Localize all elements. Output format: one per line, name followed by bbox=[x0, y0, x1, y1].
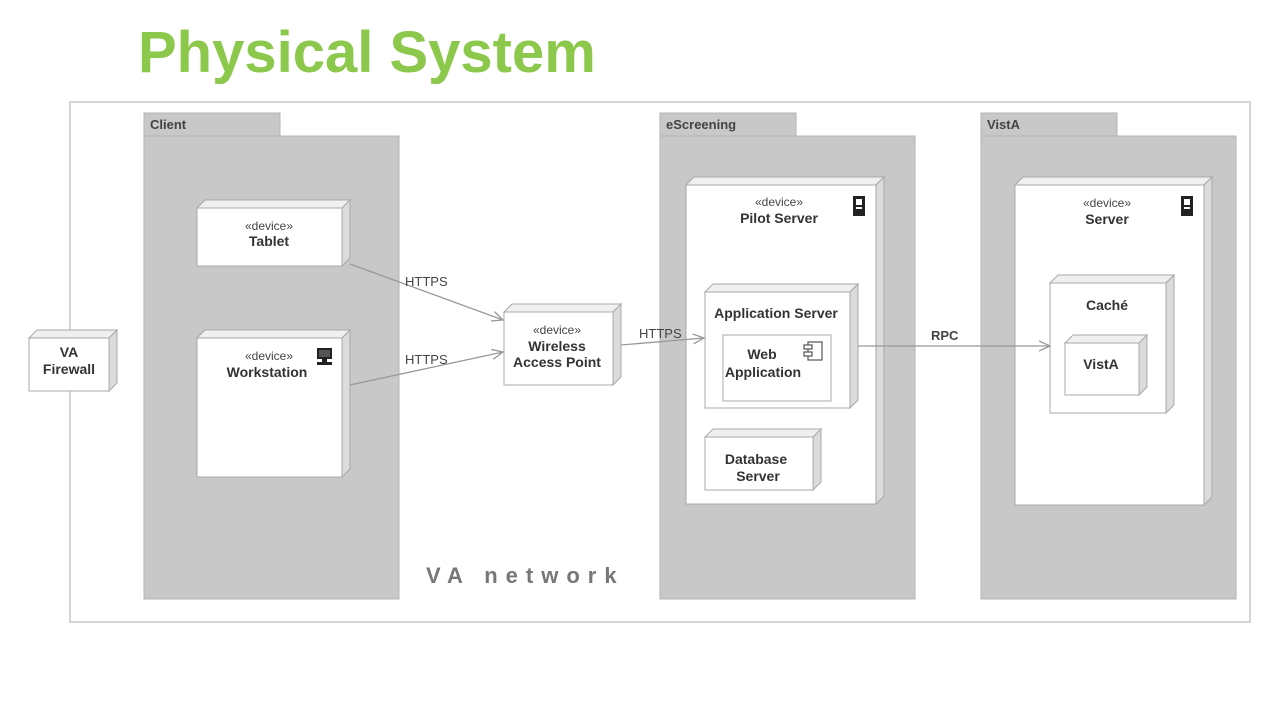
component-icon bbox=[803, 341, 823, 361]
vista-server-stereotype: «device» bbox=[1083, 196, 1131, 210]
firewall-label-1: VA bbox=[60, 344, 78, 360]
tablet-name: Tablet bbox=[249, 233, 290, 249]
package-client-label: Client bbox=[150, 117, 187, 132]
web-application-label-1: Web bbox=[747, 346, 776, 362]
pilot-server-stereotype: «device» bbox=[755, 195, 803, 209]
server-icon bbox=[1181, 196, 1193, 216]
database-server-label-1: Database bbox=[725, 451, 787, 467]
connector-tablet-wap: HTTPS bbox=[349, 263, 503, 320]
computer-icon bbox=[317, 348, 332, 365]
connector-workstation-wap: HTTPS bbox=[349, 352, 503, 386]
wap-stereotype: «device» bbox=[533, 323, 581, 337]
tablet-stereotype: «device» bbox=[245, 219, 293, 233]
connector-web-vista-label: RPC bbox=[931, 328, 959, 343]
application-server-name: Application Server bbox=[714, 305, 838, 321]
node-workstation: «device» Workstation bbox=[195, 328, 352, 479]
database-server-label-2: Server bbox=[736, 468, 780, 484]
connector-workstation-wap-label: HTTPS bbox=[405, 352, 448, 367]
wap-label-1: Wireless bbox=[528, 338, 586, 354]
cache-name: Caché bbox=[1086, 297, 1128, 313]
connector-wap-app-label: HTTPS bbox=[639, 326, 682, 341]
node-va-firewall: VA Firewall bbox=[27, 328, 119, 393]
package-vista-label: VistA bbox=[987, 117, 1021, 132]
node-tablet: «device» Tablet bbox=[195, 198, 352, 268]
wap-label-2: Access Point bbox=[513, 354, 601, 370]
pilot-server-name: Pilot Server bbox=[740, 210, 818, 226]
web-application-label-2: Application bbox=[725, 364, 801, 380]
server-icon bbox=[853, 196, 865, 216]
connector-tablet-wap-label: HTTPS bbox=[405, 274, 448, 289]
vista-server-name: Server bbox=[1085, 211, 1129, 227]
package-escreening-label: eScreening bbox=[666, 117, 736, 132]
vista-db-name: VistA bbox=[1083, 356, 1119, 372]
workstation-name: Workstation bbox=[227, 364, 308, 380]
page-title: Physical System bbox=[138, 20, 596, 85]
va-network-label: VA network bbox=[426, 563, 625, 588]
node-wireless-access-point: «device» Wireless Access Point bbox=[502, 302, 623, 387]
workstation-stereotype: «device» bbox=[245, 349, 293, 363]
node-database-server: Database Server bbox=[703, 427, 823, 492]
firewall-label-2: Firewall bbox=[43, 361, 95, 377]
connector-wap-app: HTTPS bbox=[620, 326, 704, 346]
node-vista-db: VistA bbox=[1063, 333, 1149, 397]
connector-web-vista: RPC bbox=[858, 328, 1050, 346]
component-web-application: Web Application bbox=[722, 334, 832, 402]
